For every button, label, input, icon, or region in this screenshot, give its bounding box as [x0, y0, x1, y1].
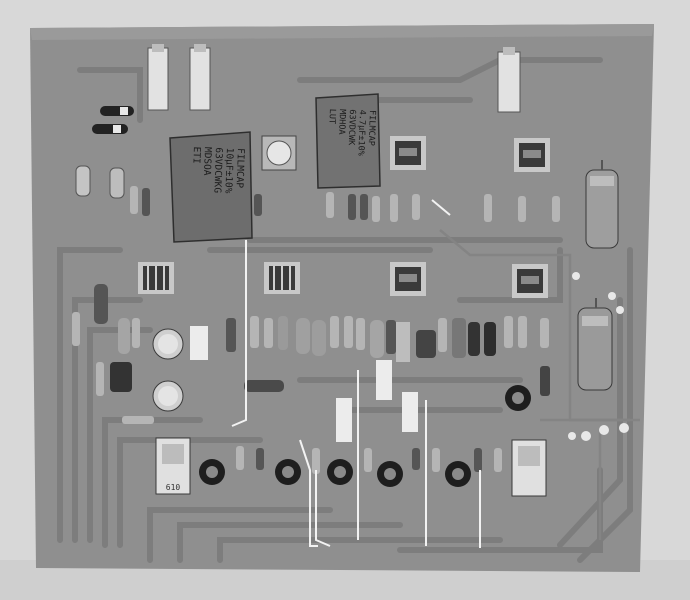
cap-large-line-5: ETI — [190, 146, 202, 164]
electrolytic-capacitor-lower — [577, 298, 613, 391]
trimmer-top-left-2 — [189, 44, 211, 111]
trimmer-mid-2 — [376, 360, 392, 400]
ic-chip-6 — [512, 264, 548, 298]
relay-right — [511, 439, 547, 497]
cap-large-line-3: 63VDCWKG — [211, 147, 224, 193]
transistor-5 — [445, 461, 471, 487]
cap-medium-line-3: 63VDCWK — [346, 109, 357, 146]
resistor-row-lower — [236, 366, 550, 474]
ic-chip-5 — [390, 262, 426, 296]
pcb-traces-fine — [439, 229, 640, 540]
transistor-1 — [199, 459, 225, 485]
components-left-column — [72, 165, 284, 424]
ic-chip-4 — [514, 138, 550, 172]
diode-top-2 — [92, 124, 128, 134]
ic-chip-3 — [390, 136, 426, 170]
power-transistor-square — [261, 135, 297, 171]
cap-medium-line-4: MDHOA — [336, 109, 347, 135]
cap-large-line-1: FILMCAP — [234, 148, 246, 189]
cap-medium-line-5: LUT — [326, 108, 337, 124]
trimmer-mid-1 — [190, 326, 208, 360]
trimmer-mid-4 — [402, 392, 418, 432]
cap-large-line-4: MDSOA — [201, 147, 213, 176]
electrolytic-capacitor-upper — [585, 160, 619, 249]
trimmer-top-left-1 — [147, 44, 169, 111]
relay-left-code: 610 — [166, 483, 181, 492]
transistor-6 — [505, 385, 531, 411]
metal-can-transistor-2 — [152, 380, 184, 412]
cap-medium-line-1: FILMCAP — [366, 110, 377, 146]
metal-can-transistor-1 — [152, 328, 184, 360]
resistor-row-upper — [326, 192, 560, 222]
jumper-wires — [231, 199, 481, 548]
ic-chip-2 — [264, 262, 300, 294]
transistor-3 — [327, 459, 353, 485]
trimmer-mid-3 — [336, 398, 352, 442]
cap-medium-line-2: 4.7µF±10% — [355, 110, 367, 156]
header-pins-right — [568, 272, 629, 441]
film-capacitor-medium: FILMCAP 4.7µF±10% 63VDCWK MDHOA LUT — [315, 93, 381, 189]
transistor-4 — [377, 461, 403, 487]
cap-large-line-2: 10µF±10% — [222, 148, 235, 194]
ic-chip-1 — [138, 262, 174, 294]
resistor-row-mid — [226, 316, 549, 362]
trimmer-top-right — [497, 47, 521, 113]
film-capacitor-large: FILMCAP 10µF±10% 63VDCWKG MDSOA ETI — [169, 131, 253, 243]
diode-top-1 — [100, 106, 134, 116]
transistor-row — [199, 385, 531, 487]
relay-left: 610 — [155, 437, 191, 495]
transistor-2 — [275, 459, 301, 485]
